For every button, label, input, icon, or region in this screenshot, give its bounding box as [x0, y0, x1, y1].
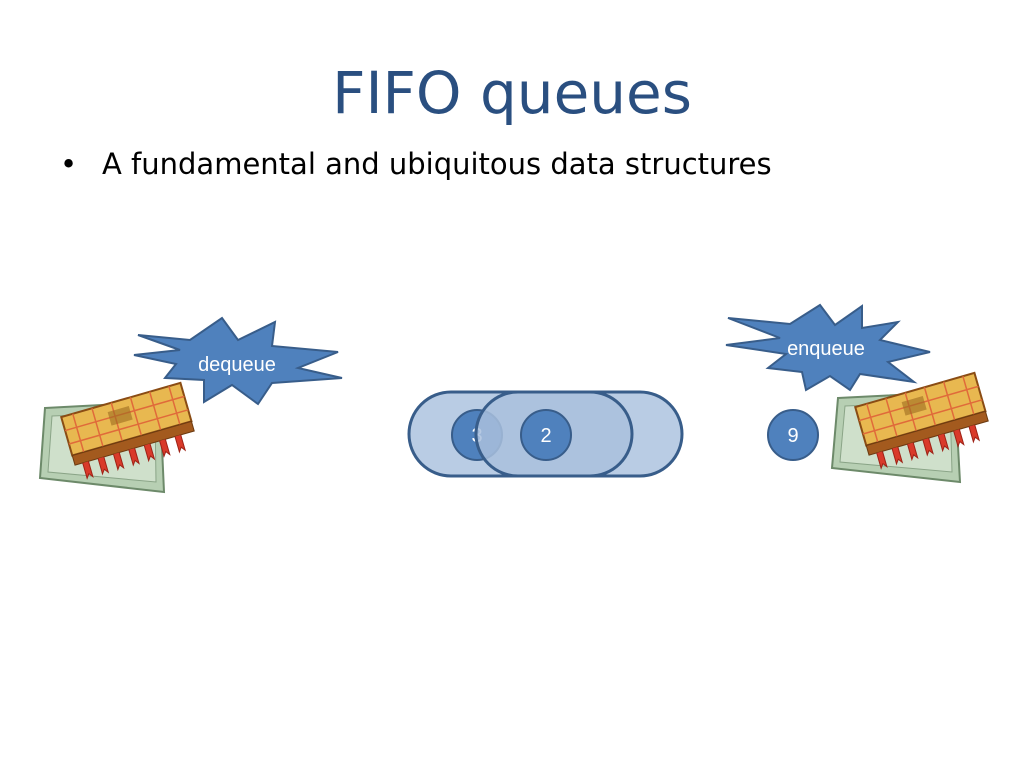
processor-chip-right-icon [830, 371, 989, 484]
incoming-node-9: 9 [767, 409, 819, 461]
bullet-text: A fundamental and ubiquitous data struct… [102, 147, 772, 181]
dequeue-burst: dequeue [133, 316, 343, 406]
incoming-node-9-label: 9 [787, 425, 798, 447]
enqueue-label: enqueue [787, 338, 865, 360]
dequeue-label: dequeue [198, 354, 276, 376]
bullet-item: • A fundamental and ubiquitous data struc… [60, 146, 772, 182]
queue-node-2-label: 2 [540, 425, 551, 447]
enqueue-burst: enqueue [725, 303, 931, 392]
queue-node-2: 2 [520, 409, 572, 461]
bullet-marker: • [60, 147, 78, 181]
slide-title: FIFO queues [332, 59, 692, 127]
processor-chip-left-icon [38, 381, 195, 494]
